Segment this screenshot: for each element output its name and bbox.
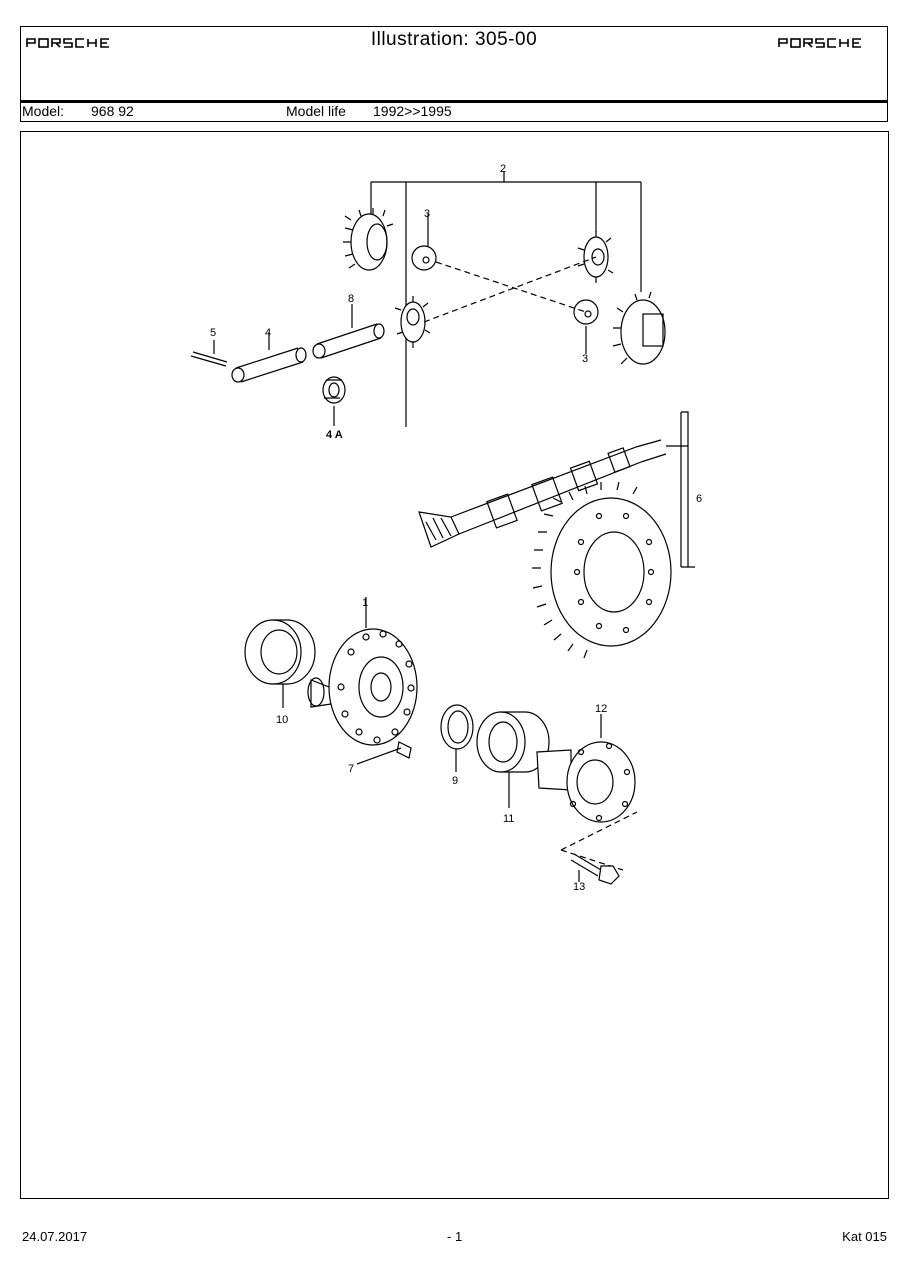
model-row: Model: 968 92 Model life 1992>>1995 xyxy=(21,103,887,121)
needle-bearing-4a xyxy=(322,376,346,404)
pinion-shaft-8 xyxy=(312,323,385,359)
bolt-7 xyxy=(356,741,412,765)
parts-diagram: 1 2 3 3 4 4 A 5 6 7 8 9 10 11 12 13 xyxy=(190,163,702,893)
seal-9 xyxy=(440,704,474,750)
model-label: Model: xyxy=(22,103,65,119)
thrust-washer-lower xyxy=(573,299,599,325)
callout-3-lower: 3 xyxy=(582,353,588,365)
callout-5: 5 xyxy=(210,327,216,339)
callout-9: 9 xyxy=(452,775,458,787)
illustration-title: Illustration: 305-00 xyxy=(370,29,538,50)
diagram-frame: 1 2 3 3 4 4 A 5 6 7 8 9 10 11 12 13 xyxy=(20,131,889,1199)
model-life-label: Model life xyxy=(286,103,346,119)
callout-10: 10 xyxy=(276,714,288,726)
header-box: Illustration: 305-00 Model: 968 92 Model… xyxy=(20,26,888,122)
pinion-shaft-4 xyxy=(231,347,307,383)
callout-6: 6 xyxy=(696,493,702,505)
callout-2: 2 xyxy=(500,163,506,175)
bearing-11 xyxy=(476,711,550,773)
callout-4: 4 xyxy=(265,327,271,339)
callout-4a: 4 A xyxy=(326,429,343,441)
footer-catalog: Kat 015 xyxy=(842,1229,887,1244)
porsche-logo-left xyxy=(26,38,109,48)
callout-1: 1 xyxy=(362,597,368,609)
model-value: 968 92 xyxy=(91,103,134,119)
model-life-value: 1992>>1995 xyxy=(373,103,452,119)
ring-gear xyxy=(532,481,672,659)
drive-pinion-shaft xyxy=(418,439,667,548)
output-flange-12 xyxy=(536,741,636,823)
callout-8: 8 xyxy=(348,293,354,305)
footer-page-number: - 1 xyxy=(447,1229,463,1244)
callout-13: 13 xyxy=(573,881,585,893)
differential-case xyxy=(307,628,418,746)
callout-11: 11 xyxy=(503,813,514,825)
porsche-logo-right xyxy=(778,38,861,48)
bevel-gear-large-left xyxy=(343,208,394,271)
thrust-washer-upper xyxy=(411,245,437,271)
bevel-gear-large-right xyxy=(612,291,666,365)
callout-7: 7 xyxy=(348,763,354,775)
pin-5 xyxy=(190,351,228,367)
footer-date: 24.07.2017 xyxy=(22,1229,88,1244)
header-divider xyxy=(21,100,887,103)
callout-12: 12 xyxy=(595,703,607,715)
bevel-gear-small-left xyxy=(394,296,431,348)
callout-labels: 1 2 3 3 4 4 A 5 6 7 8 9 10 11 12 13 xyxy=(210,163,702,893)
bearing-10 xyxy=(244,619,316,685)
bracket-6 xyxy=(666,411,695,568)
bolt-13 xyxy=(570,853,620,885)
callout-3-upper: 3 xyxy=(424,208,430,220)
